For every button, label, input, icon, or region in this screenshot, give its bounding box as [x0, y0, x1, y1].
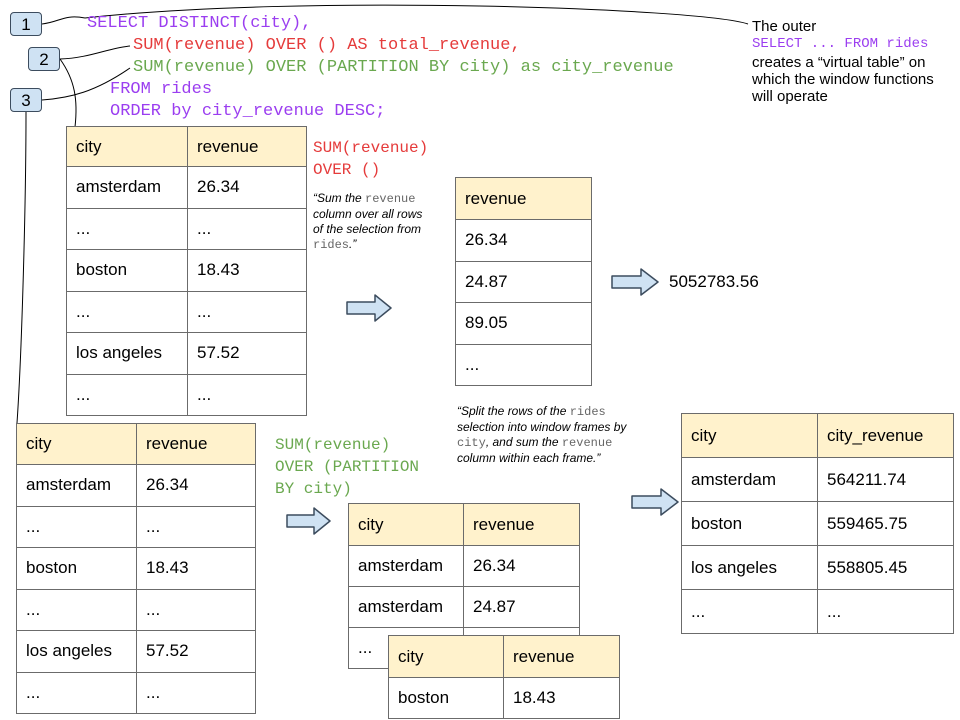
query-line-city-revenue: SUM(revenue) OVER (PARTITION BY city) as…: [133, 58, 674, 77]
column-header: city: [66, 126, 188, 167]
table-cell: ...: [16, 505, 137, 548]
column-header: city: [388, 635, 504, 678]
arrow-right-icon: [611, 268, 659, 296]
table-row: ......: [16, 505, 256, 548]
column-header: revenue: [463, 503, 580, 546]
table-cell: 24.87: [463, 586, 580, 628]
annotation-line-3: creates a “virtual table” on which the w…: [752, 54, 934, 105]
column-header: revenue: [455, 177, 592, 220]
table-row: ......: [66, 207, 307, 250]
partition-function-label: SUM(revenue) OVER (PARTITION BY city): [275, 436, 420, 498]
table-cell: amsterdam: [348, 545, 464, 587]
total-revenue-result: 5052783.56: [669, 272, 759, 291]
table-cell: 18.43: [503, 677, 620, 719]
annotation-code: SELECT ... FROM rides: [752, 36, 929, 52]
table-row: ...: [455, 343, 592, 386]
table-cell: 18.43: [136, 547, 256, 590]
query-line-order: ORDER by city_revenue DESC;: [110, 102, 386, 121]
step-badge-2: 2: [28, 47, 60, 71]
table-row: ......: [681, 589, 954, 634]
table-cell: los angeles: [66, 332, 188, 375]
table-cell: boston: [16, 547, 137, 590]
table-cell: ...: [16, 588, 137, 631]
column-header: revenue: [136, 423, 256, 465]
arrow-right-icon: [346, 294, 392, 322]
query-line-from: FROM rides: [110, 80, 213, 99]
query-line-total-revenue: SUM(revenue) OVER () AS total_revenue,: [133, 36, 521, 55]
column-header: city: [16, 423, 137, 465]
table-cell: amsterdam: [66, 166, 188, 209]
table-row: 89.05: [455, 302, 592, 345]
table-cell: ...: [136, 671, 256, 714]
table-cell: ...: [681, 589, 818, 634]
table-cell: amsterdam: [348, 586, 464, 628]
table-cell: 89.05: [455, 302, 592, 345]
column-header: city: [348, 503, 464, 546]
query-line-select: SELECT DISTINCT(city),: [87, 14, 312, 33]
table-cell: ...: [817, 589, 954, 634]
table-cell: ...: [455, 343, 592, 386]
table-cell: amsterdam: [16, 464, 137, 507]
table-row: 24.87: [455, 260, 592, 303]
table-cell: ...: [66, 207, 188, 250]
table-cell: ...: [66, 373, 188, 416]
table-cell: los angeles: [16, 630, 137, 673]
table-cell: boston: [388, 677, 504, 719]
total-function-label: SUM(revenue) OVER (): [313, 139, 429, 179]
table-cell: los angeles: [681, 545, 818, 590]
annotation-text: The outer SELECT ... FROM rides creates …: [752, 18, 952, 105]
partition-description: “Split the rows of the rides selection i…: [457, 404, 627, 465]
table-cell: boston: [681, 501, 818, 546]
table-cell: ...: [66, 290, 188, 333]
table-cell: 564211.74: [817, 457, 954, 502]
table-cell: 26.34: [136, 464, 256, 507]
arrow-right-icon: [631, 488, 679, 516]
arrow-right-icon: [286, 507, 331, 535]
table-cell: ...: [187, 373, 307, 416]
table-cell: 24.87: [455, 260, 592, 303]
annotation-line-1: The outer: [752, 18, 817, 35]
table-cell: 26.34: [187, 166, 307, 209]
table-cell: 26.34: [463, 545, 580, 587]
step-badge-3: 3: [10, 88, 42, 112]
column-header: city_revenue: [817, 413, 954, 458]
step-badge-1: 1: [10, 12, 42, 36]
total-description: “Sum the revenue column over all rows of…: [313, 191, 423, 252]
column-header: revenue: [503, 635, 620, 678]
table-row: ......: [66, 373, 307, 416]
table-cell: 18.43: [187, 249, 307, 292]
column-header: revenue: [187, 126, 307, 167]
table-row: ......: [16, 671, 256, 714]
table-cell: ...: [16, 671, 137, 714]
table-cell: ...: [136, 505, 256, 548]
table-cell: ...: [187, 207, 307, 250]
